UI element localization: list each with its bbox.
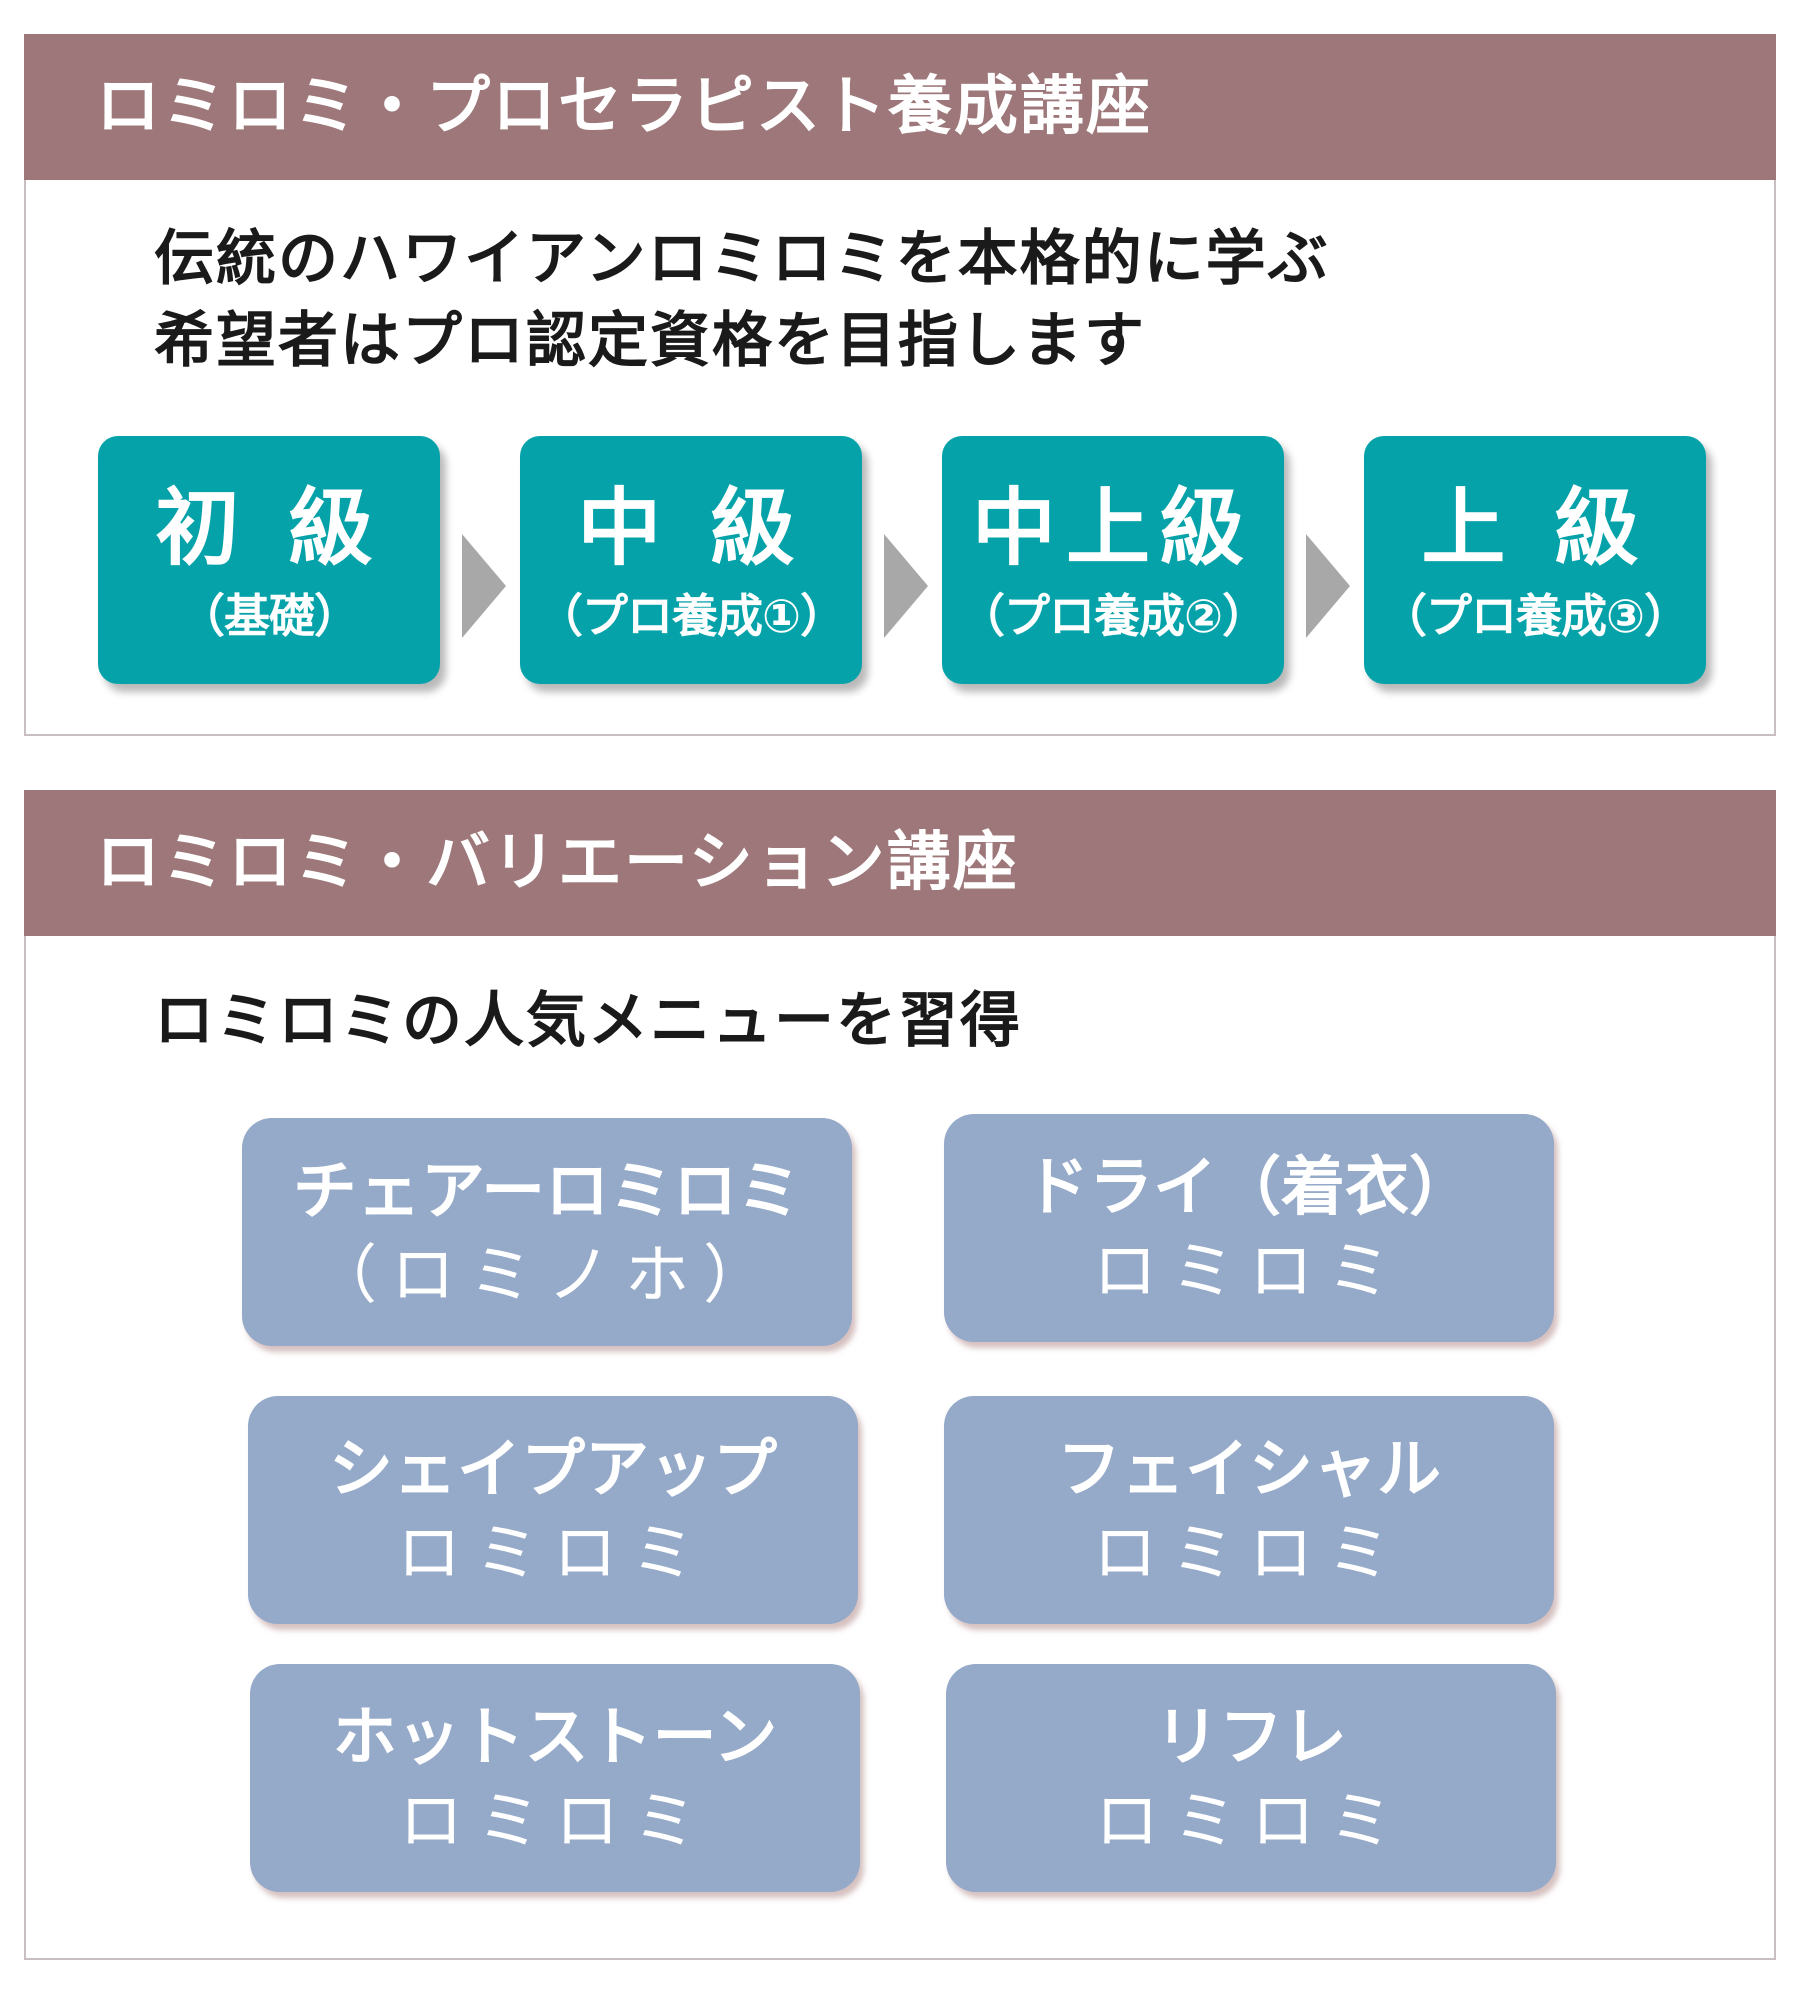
level-sub: （プロ養成①）: [537, 589, 846, 643]
level-box-intermediate: 中 級 （プロ養成①）: [520, 436, 862, 684]
menu-sub: ロミロミ: [397, 1517, 709, 1591]
level-box-upper-intermediate: 中上級 （プロ養成②）: [942, 436, 1284, 684]
level-name: 中 級: [577, 479, 805, 577]
variation-course-header: ロミロミ・バリエーション講座: [24, 790, 1776, 936]
menu-box-reflex: リフレ ロミロミ: [946, 1664, 1556, 1892]
menu-sub: ロミロミ: [1093, 1517, 1405, 1591]
menu-name: フェイシャル: [1057, 1433, 1441, 1507]
menu-box-chair: チェアーロミロミ （ロミノホ）: [242, 1118, 852, 1346]
menu-name: ドライ（着衣）: [1025, 1151, 1473, 1225]
level-box-advanced: 上 級 （プロ養成③）: [1364, 436, 1706, 684]
menu-box-facial: フェイシャル ロミロミ: [944, 1396, 1554, 1624]
menu-name: チェアーロミロミ: [292, 1155, 802, 1229]
pro-course-section: ロミロミ・プロセラピスト養成講座 伝統のハワイアンロミロミを本格的に学ぶ 希望者…: [24, 34, 1776, 736]
pro-intro-line-2: 希望者はプロ認定資格を目指します: [154, 306, 1146, 376]
menu-box-dry: ドライ（着衣） ロミロミ: [944, 1114, 1554, 1342]
level-name: 中上級: [971, 479, 1254, 577]
menu-sub: ロミロミ: [399, 1785, 711, 1859]
variation-course-intro: ロミロミの人気メニューを習得: [154, 986, 1022, 1056]
level-sub: （プロ養成③）: [1381, 589, 1690, 643]
menu-sub: ロミロミ: [1093, 1235, 1405, 1309]
menu-name: リフレ: [1155, 1701, 1347, 1775]
menu-name: シェイプアップ: [329, 1433, 777, 1507]
menu-sub: ロミロミ: [1095, 1785, 1407, 1859]
level-box-beginner: 初 級 （基礎）: [98, 436, 440, 684]
level-name: 上 級: [1421, 479, 1649, 577]
menu-name: ホットストーン: [332, 1701, 778, 1775]
arrow-right-icon: [462, 534, 506, 638]
level-sub: （基礎）: [179, 589, 360, 643]
pro-course-intro: 伝統のハワイアンロミロミを本格的に学ぶ 希望者はプロ認定資格を目指します: [154, 218, 1330, 382]
pro-intro-line-1: 伝統のハワイアンロミロミを本格的に学ぶ: [154, 224, 1330, 294]
arrow-right-icon: [1306, 534, 1350, 638]
level-sub: （プロ養成②）: [959, 589, 1268, 643]
menu-sub: （ロミノホ）: [313, 1239, 781, 1313]
variation-course-section: ロミロミ・バリエーション講座 ロミロミの人気メニューを習得 チェアーロミロミ （…: [24, 790, 1776, 1960]
menu-box-shape-up: シェイプアップ ロミロミ: [248, 1396, 858, 1624]
arrow-right-icon: [884, 534, 928, 638]
level-name: 初 級: [155, 479, 383, 577]
pro-course-header: ロミロミ・プロセラピスト養成講座: [24, 34, 1776, 180]
menu-box-hot-stone: ホットストーン ロミロミ: [250, 1664, 860, 1892]
